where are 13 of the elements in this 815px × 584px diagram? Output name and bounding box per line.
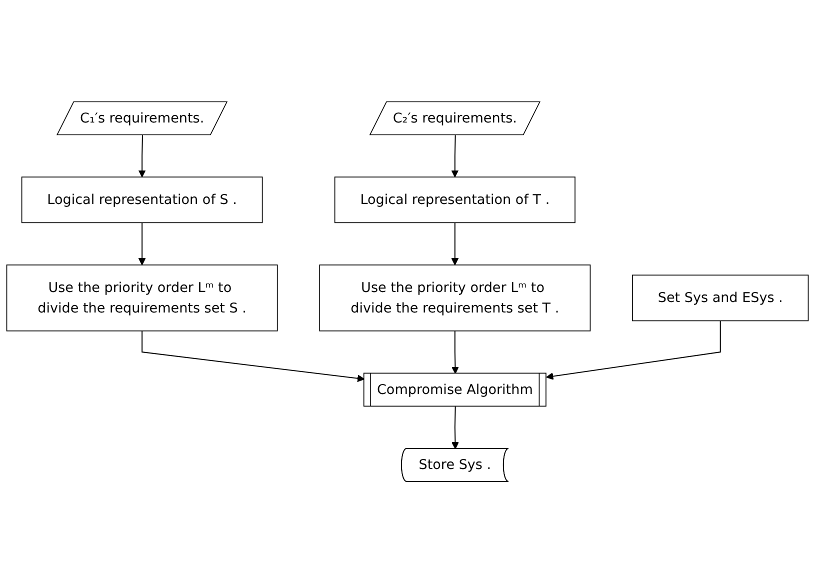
arrow xyxy=(452,331,459,374)
arrow xyxy=(142,331,365,382)
node-box: Set Sys and ESys . xyxy=(632,275,809,322)
arrow xyxy=(138,136,146,178)
arrow xyxy=(138,223,146,266)
arrow xyxy=(452,406,459,450)
node-box: Use the priority order Lᵐ to divide the requirements set S . xyxy=(6,264,278,332)
arrow xyxy=(451,136,459,178)
node-box: Logical representation of S . xyxy=(21,177,263,224)
node-box: Use the priority order Lᵐ to divide the requirements set T . xyxy=(319,264,591,332)
node-box: Logical representation of T . xyxy=(334,177,576,224)
arrow xyxy=(451,223,459,266)
arrow xyxy=(546,321,721,380)
